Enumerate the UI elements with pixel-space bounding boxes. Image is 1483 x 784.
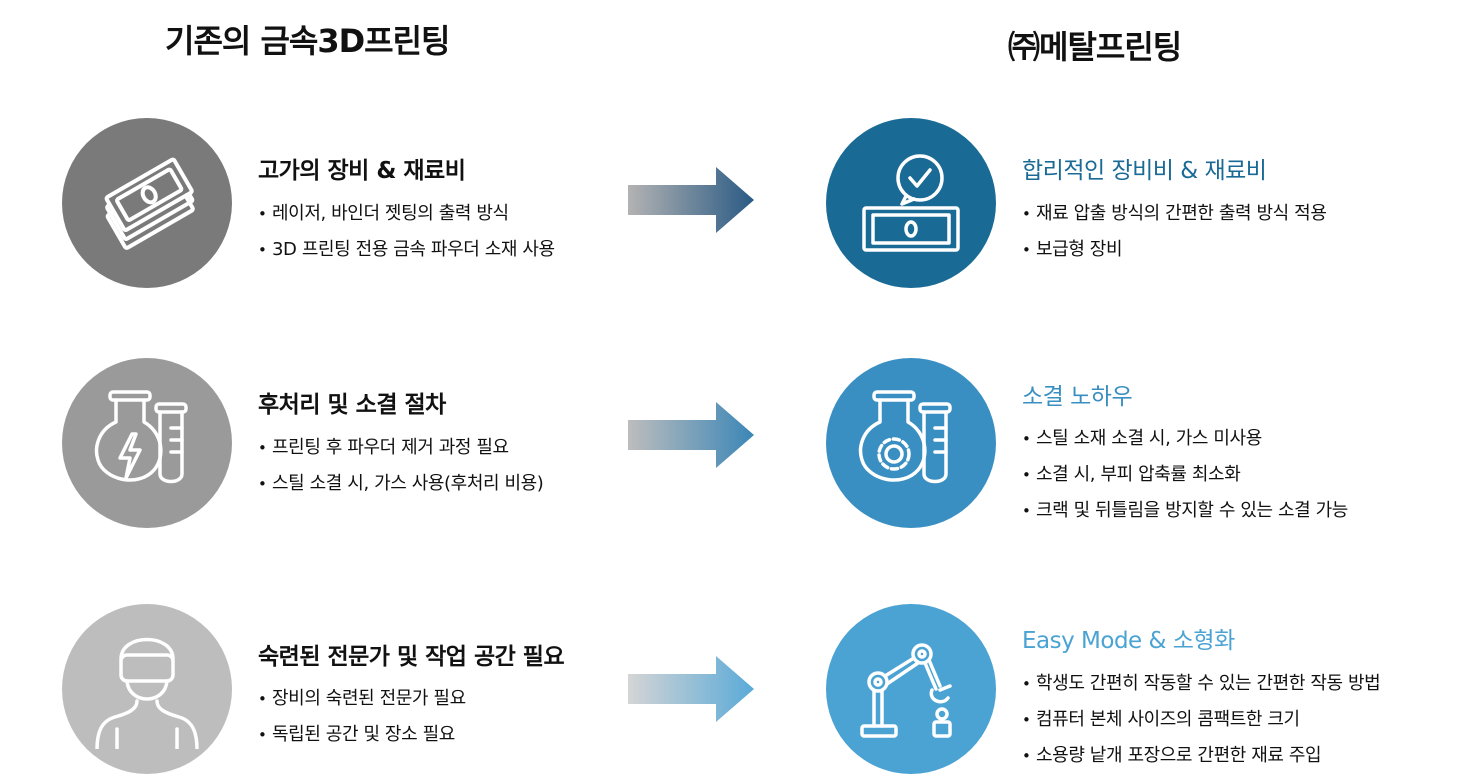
left-column-title: 기존의 금속3D프린팅 xyxy=(165,22,450,60)
bullet-item: 컴퓨터 본체 사이즈의 콤팩트한 크기 xyxy=(1022,702,1380,738)
bullet-item: 소결 시, 부피 압축률 최소화 xyxy=(1022,457,1348,493)
expensive-equipment-circle xyxy=(62,118,232,288)
money-check-icon xyxy=(856,148,966,258)
bullet-item: 프린팅 후 파우더 제거 과정 필요 xyxy=(258,430,543,466)
bullet-item: 학생도 간편히 작동할 수 있는 간편한 작동 방법 xyxy=(1022,666,1381,702)
easy-mode-circle xyxy=(826,604,996,774)
bullet-item: 소용량 낱개 포장으로 간편한 재료 주입 xyxy=(1022,738,1380,774)
row3-arrow-icon xyxy=(626,654,756,724)
row1-right-bullets: 재료 압출 방식의 간편한 출력 방식 적용 보급형 장비 xyxy=(1022,196,1327,268)
vr-person-icon xyxy=(87,629,207,749)
flask-gear-icon xyxy=(856,388,966,498)
bullet-item: 3D 프린팅 전용 금속 파우더 소재 사용 xyxy=(258,232,555,268)
row2-left-bullets: 프린팅 후 파우더 제거 과정 필요 스틸 소결 시, 가스 사용(후처리 비용… xyxy=(258,430,544,502)
skilled-expert-circle xyxy=(62,604,232,774)
row1-left-title: 고가의 장비 & 재료비 xyxy=(258,158,466,184)
row1-arrow-icon xyxy=(626,165,756,235)
bullet-item: 레이저, 바인더 젯팅의 출력 방식 xyxy=(258,196,555,232)
bullet-item: 독립된 공간 및 장소 필요 xyxy=(258,717,466,753)
flask-lightning-icon xyxy=(92,388,202,498)
bullet-item: 스틸 소결 시, 가스 사용(후처리 비용) xyxy=(258,466,544,502)
bullet-item: 보급형 장비 xyxy=(1022,232,1327,268)
sintering-knowhow-circle xyxy=(826,358,996,528)
row2-left-title: 후처리 및 소결 절차 xyxy=(258,392,446,418)
money-icon xyxy=(92,148,202,258)
row1-right-title: 합리적인 장비비 & 재료비 xyxy=(1022,158,1267,184)
bullet-item: 크랙 및 뒤틀림을 방지할 수 있는 소결 가능 xyxy=(1022,493,1348,529)
post-processing-circle xyxy=(62,358,232,528)
row3-right-bullets: 학생도 간편히 작동할 수 있는 간편한 작동 방법 컴퓨터 본체 사이즈의 콤… xyxy=(1022,666,1381,774)
bullet-item: 장비의 숙련된 전문가 필요 xyxy=(258,681,466,717)
row2-right-title: 소결 노하우 xyxy=(1022,384,1133,410)
bullet-item: 재료 압출 방식의 간편한 출력 방식 적용 xyxy=(1022,196,1327,232)
row1-left-bullets: 레이저, 바인더 젯팅의 출력 방식 3D 프린팅 전용 금속 파우더 소재 사… xyxy=(258,196,555,268)
row2-right-bullets: 스틸 소재 소결 시, 가스 미사용 소결 시, 부피 압축률 최소화 크랙 및… xyxy=(1022,421,1348,529)
reasonable-cost-circle xyxy=(826,118,996,288)
row3-right-title: Easy Mode & 소형화 xyxy=(1022,628,1235,654)
row3-left-title: 숙련된 전문가 및 작업 공간 필요 xyxy=(258,644,565,670)
bullet-item: 스틸 소재 소결 시, 가스 미사용 xyxy=(1022,421,1348,457)
row3-left-bullets: 장비의 숙련된 전문가 필요 독립된 공간 및 장소 필요 xyxy=(258,681,466,753)
robot-arm-icon xyxy=(856,634,966,744)
row2-arrow-icon xyxy=(626,400,756,470)
right-column-title: ㈜메탈프린팅 xyxy=(1008,28,1182,66)
